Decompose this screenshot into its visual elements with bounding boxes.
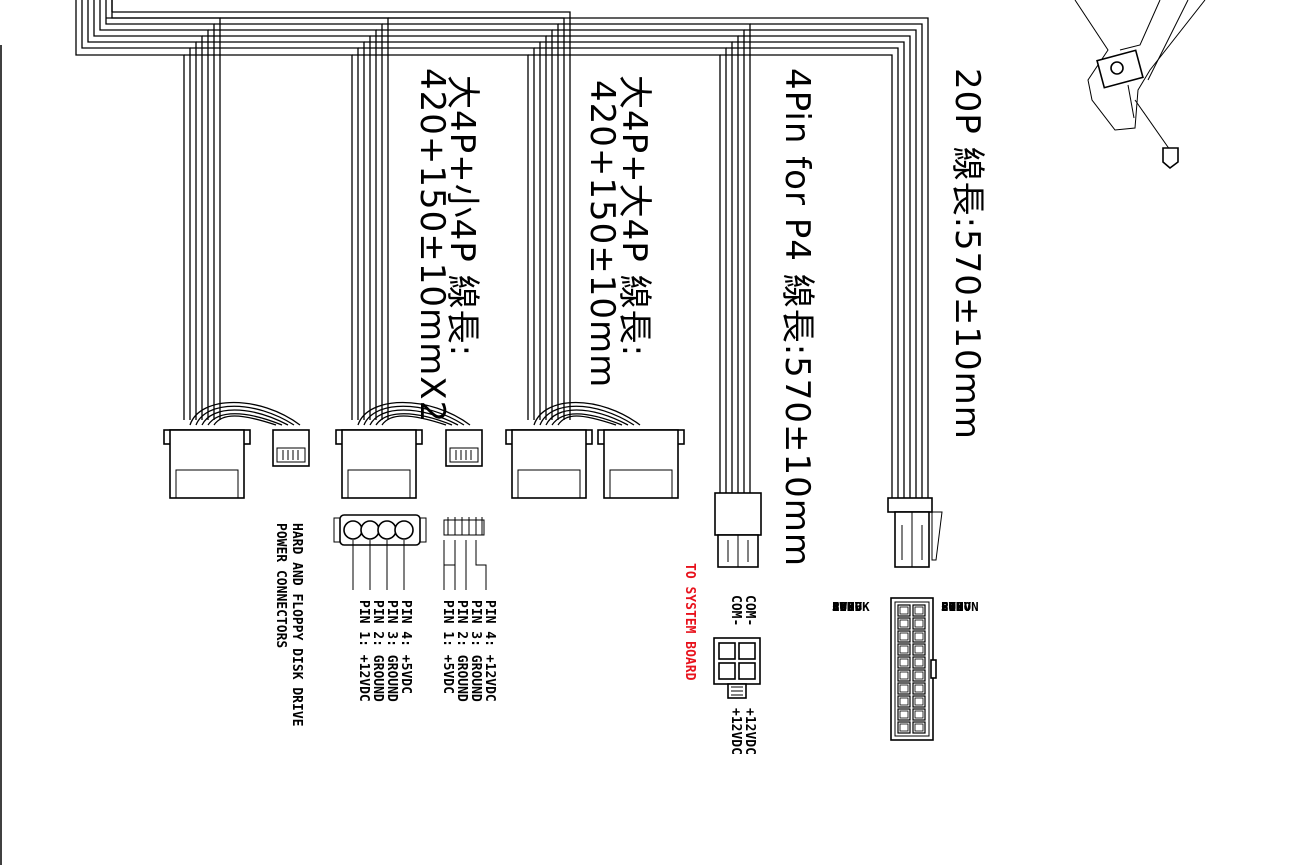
molex-floppy-cable-1 — [163, 401, 310, 499]
atx-pin-cell — [897, 721, 911, 734]
atx-pin-hole — [899, 632, 909, 641]
hdd-floppy-label-line1: HARD AND FLOPPY DISK DRIVE — [289, 523, 304, 727]
atx-left-pin-label: COM — [832, 599, 855, 614]
atx-right-pin-label: 5V — [941, 599, 957, 614]
floppy-pin-1-label: PIN 1: +5VDC — [440, 600, 455, 694]
molex-connector-body — [341, 429, 417, 499]
p4-top-label-2: COM- — [728, 595, 743, 627]
atx-pin-cell — [912, 604, 926, 617]
p4-pinout-diagram — [713, 637, 761, 699]
hdd-floppy-label-line2: POWER CONNECTORS — [273, 523, 288, 649]
atx-pin-cell — [897, 643, 911, 656]
p4-top-label-1: COM- — [742, 595, 757, 627]
atx-pin-cell — [897, 656, 911, 669]
atx-pin-hole — [899, 645, 909, 654]
main-wire-bundle — [75, 0, 929, 500]
molex-pin-3-label: PIN 3: GROUND — [384, 600, 399, 702]
cable-big4p-big4p-label-line2: 420+150±10mm — [582, 80, 622, 389]
atx-pin-cell — [912, 682, 926, 695]
floppy-pinout-diagram — [443, 517, 487, 590]
atx-right-pin-label: COM — [941, 599, 964, 614]
atx-left-pin-label: COM — [832, 599, 855, 614]
floppy-pin-2-label: PIN 2: GROUND — [454, 600, 469, 702]
atx20-pin-grid — [897, 604, 926, 734]
molex-molex-cable — [505, 401, 685, 499]
atx-20p-cable — [887, 497, 943, 568]
atx-right-pin-label: 3.3V — [941, 599, 972, 614]
atx-right-pin-label: -5V — [941, 599, 964, 614]
atx-right-pin-label: COM — [941, 599, 964, 614]
floppy-pin-4-label: PIN 4: +12VDC — [482, 600, 497, 702]
atx-pin-hole — [899, 697, 909, 706]
atx-right-pin-label: 5V — [941, 599, 957, 614]
mounting-bracket — [1074, 0, 1206, 170]
molex-pin-4-label: PIN 4: +5VDC — [398, 600, 413, 694]
cable-20p-label: 20P 線長:570±10mm — [947, 68, 987, 440]
atx-pin-hole — [899, 671, 909, 680]
atx-pin-hole — [914, 684, 924, 693]
molex-pinout-diagram — [333, 514, 427, 590]
atx-pin-cell — [912, 708, 926, 721]
atx-left-pin-label: 5V — [832, 599, 848, 614]
p4-bottom-label-2: +12VDC — [728, 708, 743, 755]
atx-pin-cell — [912, 669, 926, 682]
atx-right-pin-label: COM — [941, 599, 964, 614]
atx-left-pin-label: PW-OK — [832, 599, 870, 614]
molex-floppy-cable-2 — [335, 401, 483, 499]
cable-4pin-label: 4Pin for P4 線長:570±10mm — [777, 68, 817, 568]
atx-pin-cell — [912, 695, 926, 708]
atx-pin-cell — [897, 695, 911, 708]
atx-left-pin-label: 12V — [832, 599, 855, 614]
atx-pin-hole — [914, 658, 924, 667]
atx-pin-cell — [912, 721, 926, 734]
molex-pin-2-label: PIN 2: GROUND — [370, 600, 385, 702]
atx-pin-cell — [897, 708, 911, 721]
atx-pin-hole — [914, 619, 924, 628]
atx-pin-cell — [897, 617, 911, 630]
molex-pin-1-label: PIN 1: +12VDC — [356, 600, 371, 702]
atx-pin-hole — [899, 658, 909, 667]
atx-right-pin-label: PS-ON — [941, 599, 979, 614]
p4-connector-housing — [714, 492, 762, 536]
floppy-pin-3-label: PIN 3: GROUND — [468, 600, 483, 702]
atx-pin-hole — [899, 684, 909, 693]
atx-left-pin-label: 3.3V — [832, 599, 863, 614]
atx-pin-hole — [914, 632, 924, 641]
atx-pin-hole — [914, 723, 924, 732]
atx-pin-hole — [914, 645, 924, 654]
atx-left-pin-label: 3.3V — [832, 599, 863, 614]
atx-right-pin-label: COM — [941, 599, 964, 614]
atx-pin-cell — [912, 656, 926, 669]
cable-big4p-small4p-label-line2: 420+150±10mmX2 — [412, 68, 452, 424]
molex-connector-body — [603, 429, 679, 499]
atx-pin-hole — [914, 671, 924, 680]
p4-bottom-label-1: +12VDC — [742, 708, 757, 755]
atx-right-pin-label: -12V — [941, 599, 972, 614]
molex-connector-body — [511, 429, 587, 499]
atx-pin-hole — [899, 723, 909, 732]
to-system-board-label: TO SYSTEM BOARD — [682, 563, 697, 681]
atx-pin-cell — [897, 682, 911, 695]
atx-pin-cell — [897, 604, 911, 617]
atx-pin-cell — [912, 617, 926, 630]
molex-connector-body — [169, 429, 245, 499]
atx-connector-top — [887, 497, 933, 513]
atx-pin-hole — [899, 606, 909, 615]
p4-cable — [714, 492, 762, 568]
atx-pin-cell — [897, 669, 911, 682]
atx-left-pin-label: 5V — [832, 599, 848, 614]
atx-pin-cell — [912, 630, 926, 643]
atx-pin-cell — [912, 643, 926, 656]
atx-pin-hole — [899, 619, 909, 628]
atx-pin-hole — [899, 710, 909, 719]
atx-pin-hole — [914, 710, 924, 719]
atx-pin-hole — [914, 606, 924, 615]
atx-pin-cell — [897, 630, 911, 643]
atx-left-pin-label: COM — [832, 599, 855, 614]
atx-pin-hole — [914, 697, 924, 706]
atx-left-pin-label: 5VSB — [832, 599, 863, 614]
